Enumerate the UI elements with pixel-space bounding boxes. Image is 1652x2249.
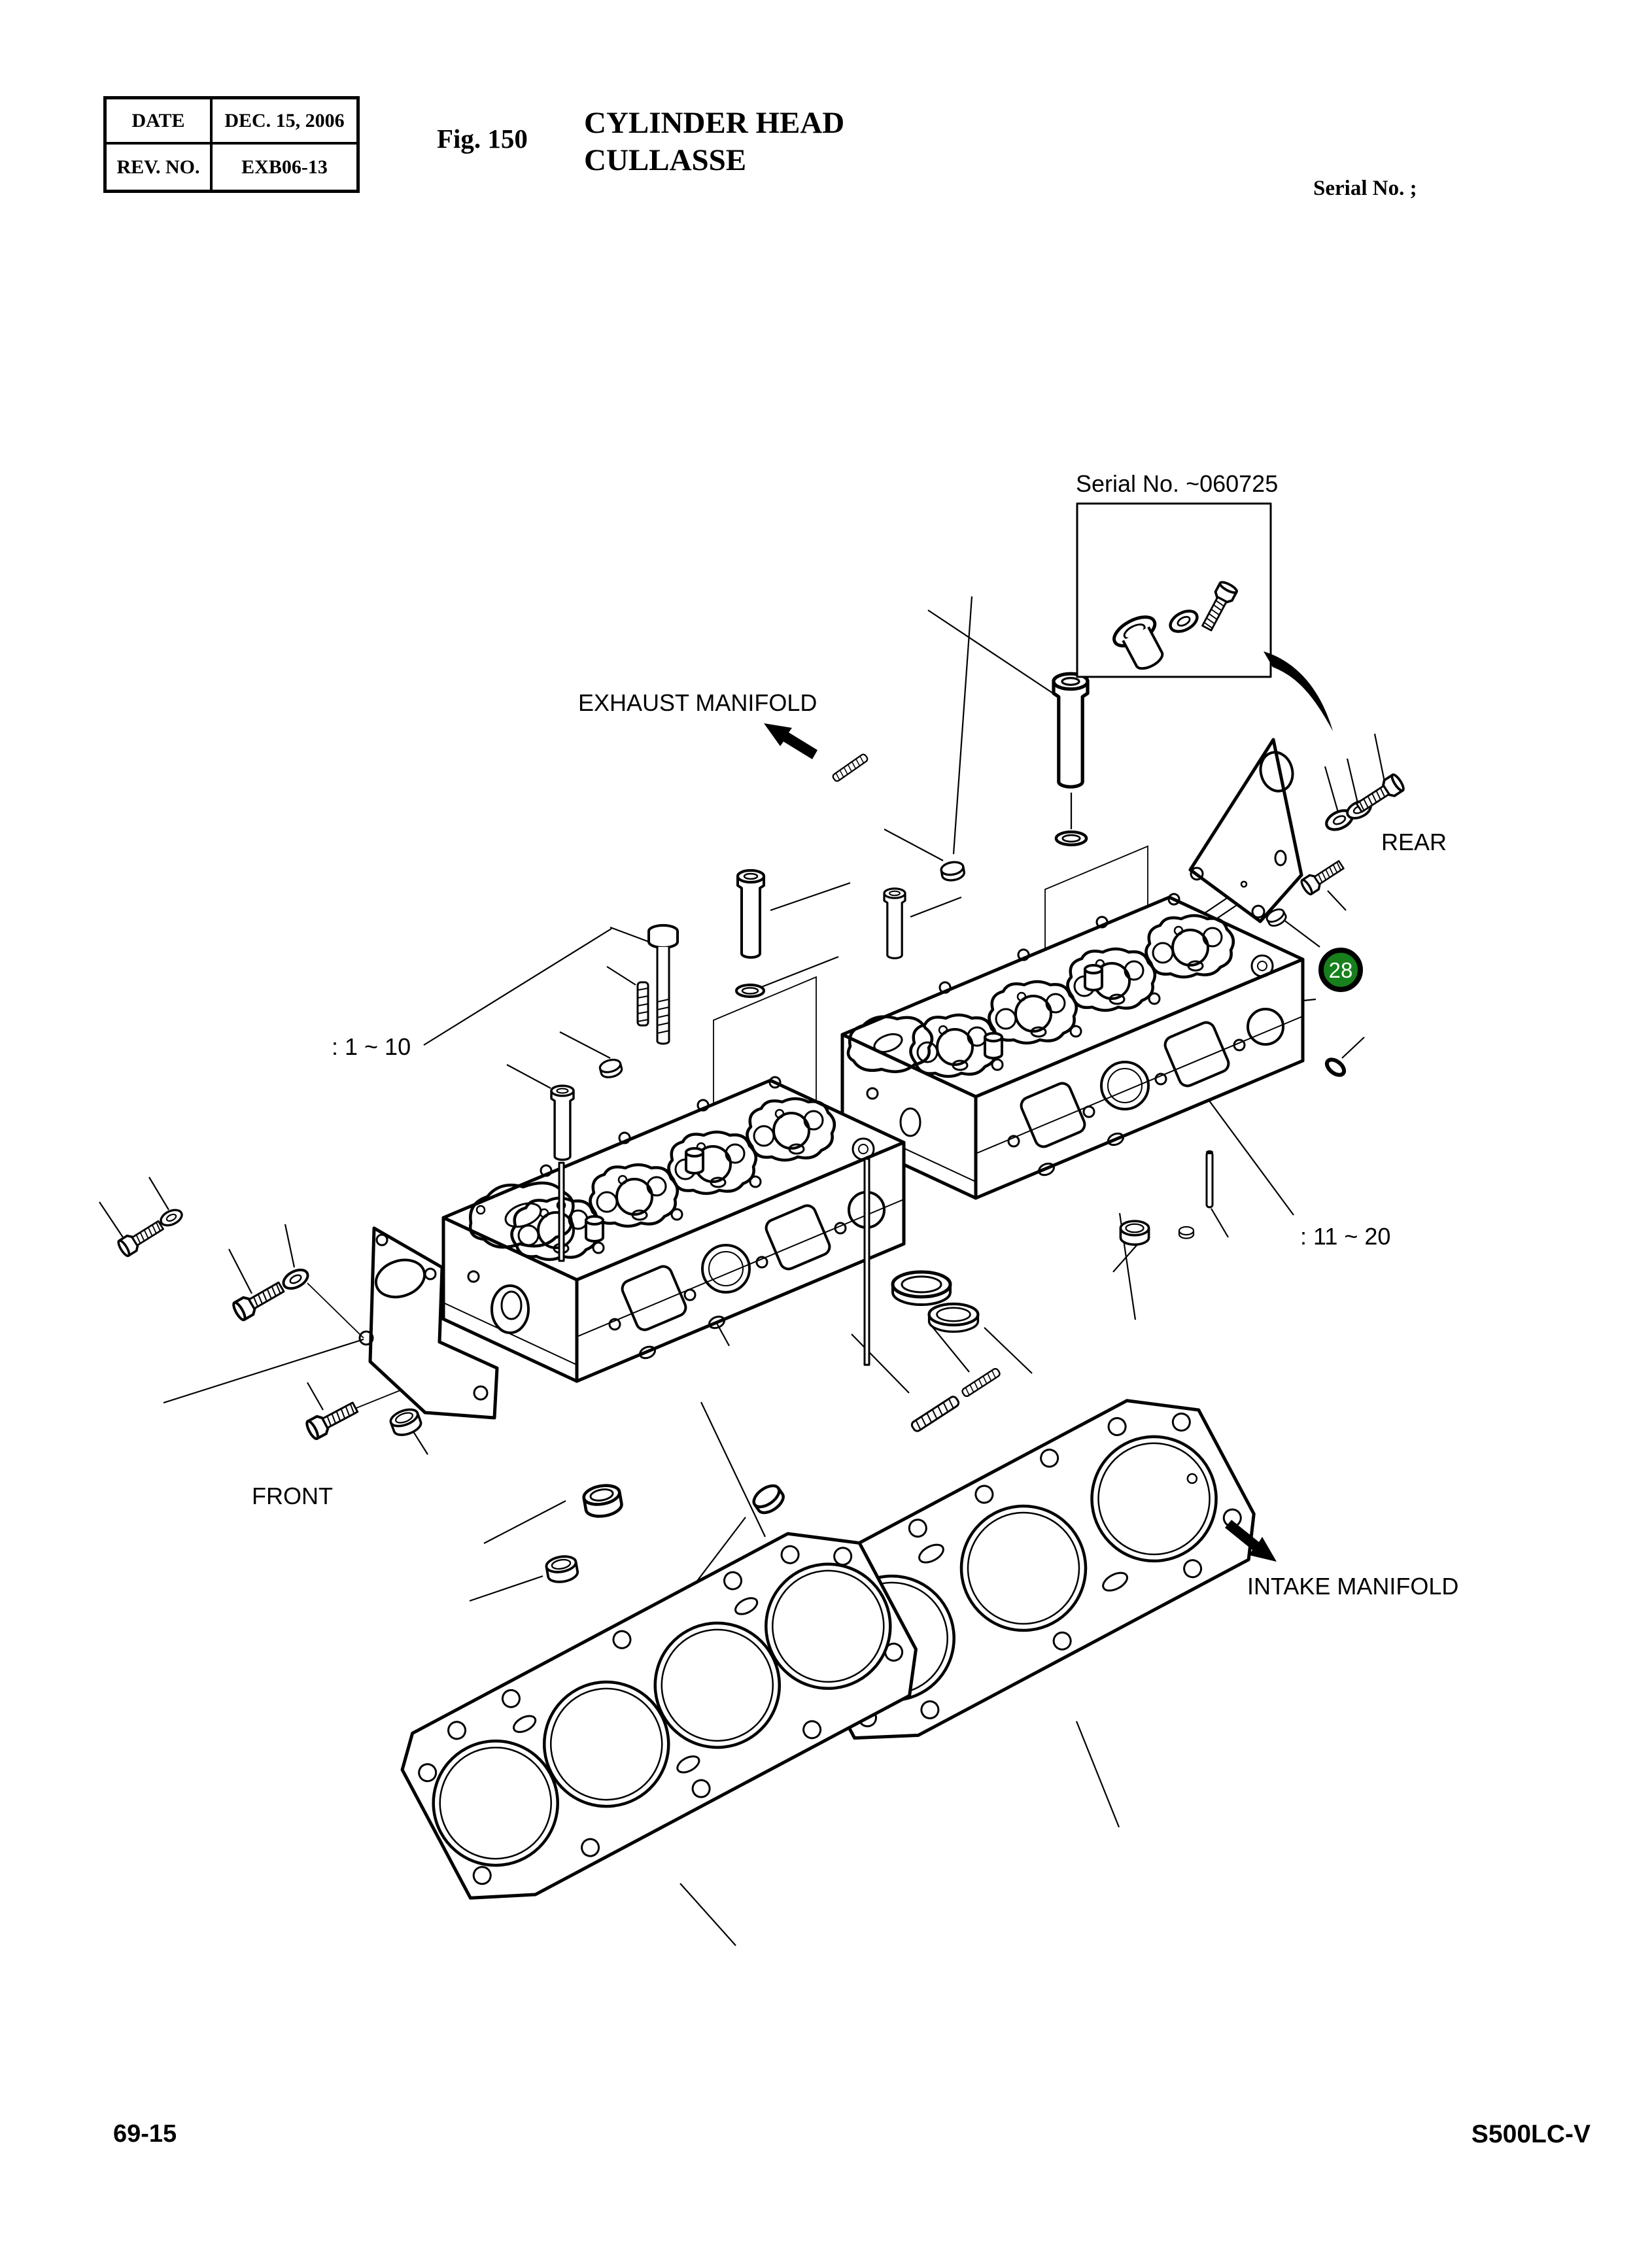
cylinder-head-front — [443, 1077, 904, 1381]
serial-callout-label: Serial No. ~060725 — [1076, 470, 1278, 497]
intake-direction-arrow — [1225, 1520, 1277, 1562]
figure-title: CYLINDER HEAD CULLASSE — [584, 105, 844, 179]
front-lifting-bracket — [115, 1205, 499, 1441]
cup-plug — [387, 1405, 424, 1439]
valve-stem — [558, 1161, 565, 1262]
cap-plug — [597, 1056, 625, 1080]
cup-plug — [1119, 1220, 1150, 1246]
part-callout-badge[interactable]: 28 — [1318, 948, 1363, 992]
rear-label: REAR — [1381, 829, 1447, 855]
bolt-range-rear-label: : 11 ~ 20 — [1300, 1223, 1390, 1250]
cap-plug — [1178, 1226, 1195, 1239]
cup-plug — [543, 1553, 580, 1586]
intake-manifold-label: INTAKE MANIFOLD — [1247, 1573, 1458, 1600]
rear-lifting-bracket — [1188, 738, 1407, 923]
bushing — [1112, 615, 1164, 670]
seal-ring — [735, 984, 765, 998]
cap-plug — [750, 1481, 787, 1517]
valve-seat-ring — [929, 1304, 978, 1332]
part-callout-badge-circle[interactable] — [1318, 948, 1363, 992]
bolt — [1352, 772, 1407, 817]
cap-plug — [938, 859, 967, 884]
serial-inset — [1076, 502, 1272, 678]
revision-table: DATE DEC. 15, 2006 REV. NO. EXB06-13 — [103, 96, 360, 193]
valve-guide — [550, 1084, 575, 1161]
exhaust-direction-arrow — [764, 723, 817, 759]
serial-note: Serial No. ; — [1313, 177, 1417, 200]
stud — [831, 752, 870, 783]
part-callout-badge-number[interactable]: 28 — [1329, 958, 1353, 982]
valve-seat-ring — [893, 1272, 950, 1305]
bolt — [305, 1399, 360, 1441]
washer — [157, 1205, 186, 1230]
valve-guide — [1054, 674, 1088, 787]
dowel-pin — [1205, 1150, 1214, 1209]
valve-guide — [883, 887, 906, 959]
loose-parts — [543, 674, 1347, 1586]
figure-title-line2: CULLASSE — [584, 143, 747, 177]
figure-title-line1: CYLINDER HEAD — [584, 106, 845, 140]
exhaust-manifold-label: EXHAUST MANIFOLD — [578, 689, 817, 716]
cup-plug — [582, 1483, 623, 1519]
seal-ring — [1056, 832, 1086, 845]
model-code: S500LC-V — [1471, 2120, 1591, 2148]
valve-guide — [736, 869, 765, 959]
bolt-range-front-label: : 1 ~ 10 — [332, 1033, 411, 1060]
o-ring — [1324, 1057, 1347, 1077]
stud — [960, 1367, 1002, 1398]
washer — [281, 1266, 311, 1292]
stud — [909, 1394, 961, 1434]
cylinder-head-bolt — [647, 924, 679, 1045]
revision-table-label-date: DATE — [107, 99, 213, 145]
front-label: FRONT — [252, 1483, 333, 1509]
bolt — [115, 1216, 167, 1259]
bolt — [1298, 856, 1347, 897]
leader-lines — [99, 537, 1386, 1946]
assembly-flow-arrow — [1264, 651, 1333, 731]
revision-table-value-revno: EXB06-13 — [241, 156, 328, 178]
figure-number: Fig. 150 — [437, 124, 528, 154]
bolt — [230, 1277, 288, 1323]
push-rod — [863, 1158, 870, 1366]
revision-table-label-revno: REV. NO. — [107, 145, 213, 190]
stud — [636, 981, 649, 1027]
head-gasket-front — [400, 1532, 918, 1900]
revision-table-value-date: DEC. 15, 2006 — [213, 99, 356, 145]
cylinder-head-rear — [842, 894, 1303, 1198]
page-number: 69-15 — [113, 2120, 177, 2148]
